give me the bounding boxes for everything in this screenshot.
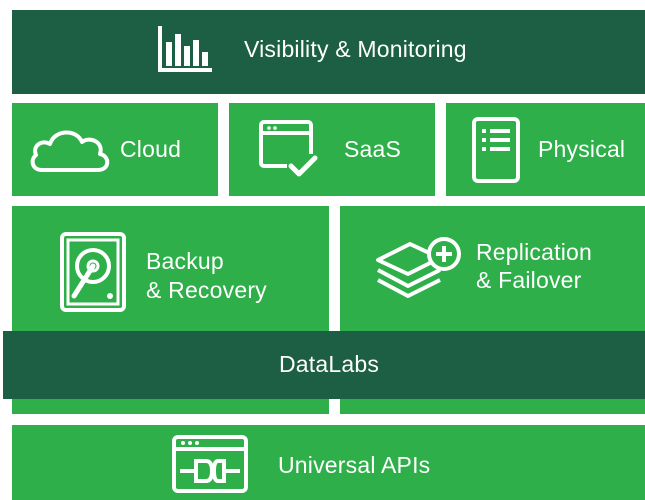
recovery-label: & Recovery <box>146 277 267 303</box>
universal-apis-bar: Universal APIs <box>12 425 645 500</box>
saas-tile: SaaS <box>229 103 435 196</box>
universal-apis-label: Universal APIs <box>278 452 431 478</box>
cloud-icon <box>28 126 112 174</box>
cloud-tile: Cloud <box>12 103 218 196</box>
physical-label: Physical <box>538 136 626 162</box>
browser-window-check-icon <box>259 120 321 182</box>
saas-label: SaaS <box>344 136 402 162</box>
layers-plus-icon <box>374 236 466 306</box>
backup-label: Backup <box>146 248 224 274</box>
visibility-monitoring-bar: Visibility & Monitoring <box>12 10 645 94</box>
bar-chart-icon <box>158 26 212 76</box>
cloud-label: Cloud <box>120 136 182 162</box>
plug-window-icon <box>172 435 248 495</box>
hard-drive-icon <box>60 232 130 314</box>
visibility-monitoring-label: Visibility & Monitoring <box>244 36 467 62</box>
datalabs-bar: DataLabs <box>3 331 645 399</box>
replication-label: Replication <box>476 239 592 265</box>
server-document-icon <box>472 117 520 183</box>
physical-tile: Physical <box>446 103 645 196</box>
failover-label: & Failover <box>476 267 582 293</box>
datalabs-label: DataLabs <box>279 351 380 377</box>
